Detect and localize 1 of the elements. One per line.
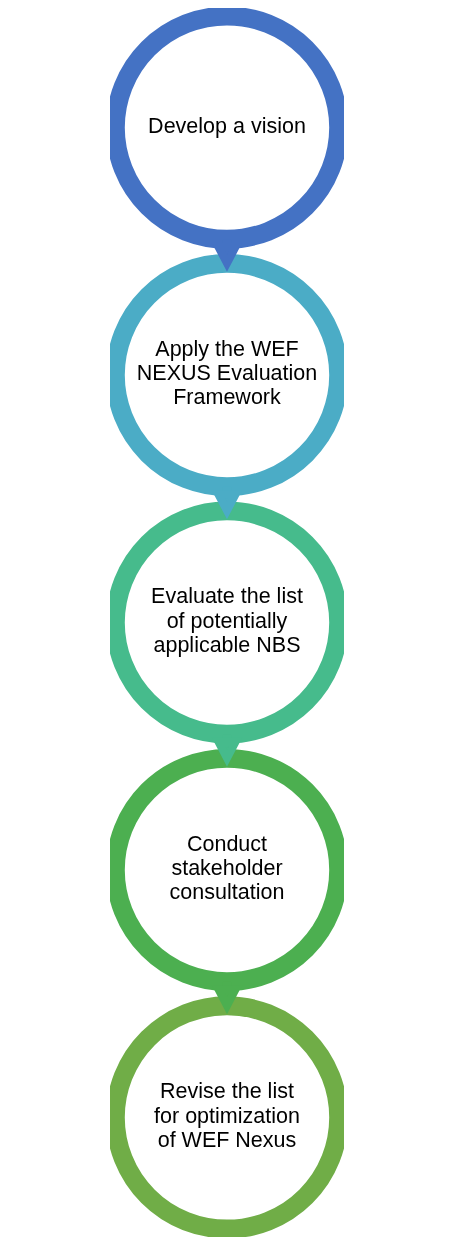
node-circle: Revise the list for optimization of WEF Nexus [110,996,344,1237]
